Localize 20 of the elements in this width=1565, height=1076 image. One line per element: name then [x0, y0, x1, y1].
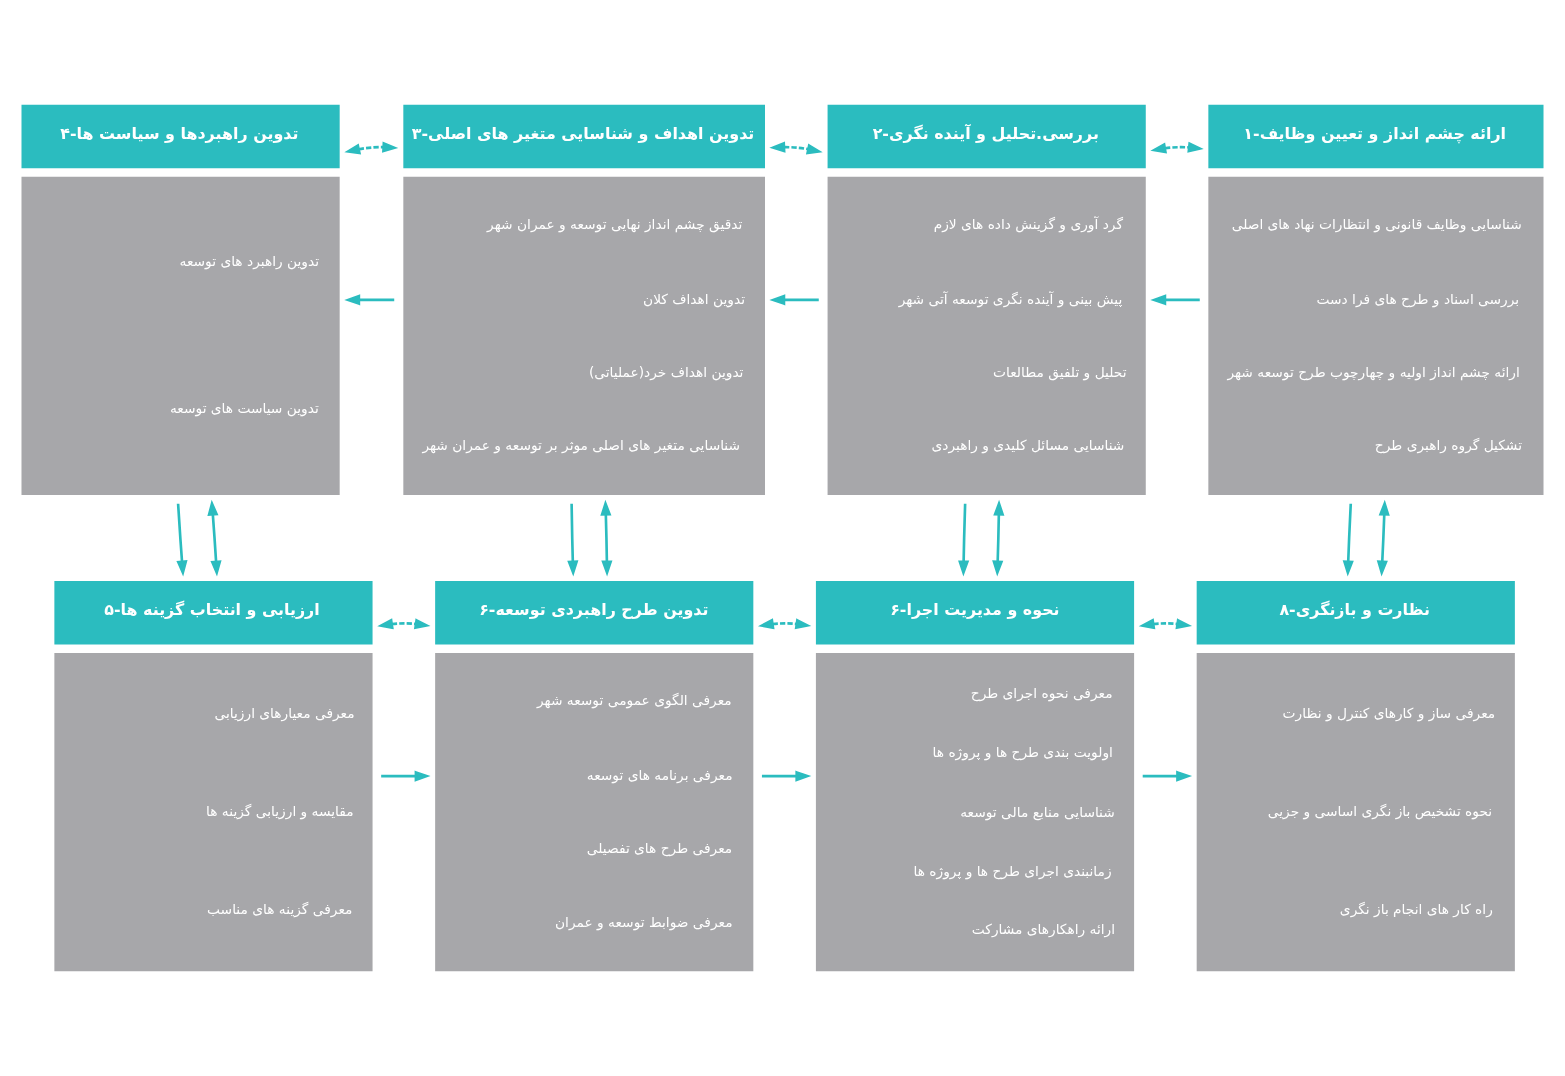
arrow: [757, 618, 812, 630]
arrow: [344, 141, 399, 155]
arrow: [1376, 499, 1390, 577]
arrow: [207, 499, 222, 577]
arrow: [344, 294, 395, 306]
arrow: [1150, 294, 1200, 306]
arrow: [1342, 503, 1354, 577]
arrow: [769, 141, 823, 155]
arrow: [992, 499, 1005, 577]
arrow: [381, 770, 431, 782]
arrow: [769, 294, 819, 306]
arrow: [1142, 770, 1193, 782]
arrow: [600, 499, 613, 577]
arrow: [377, 618, 431, 630]
arrow: [1150, 141, 1204, 154]
arrow: [761, 770, 812, 782]
arrow: [1138, 618, 1193, 630]
arrow: [567, 503, 579, 577]
arrow: [958, 503, 970, 577]
arrow: [176, 503, 188, 577]
